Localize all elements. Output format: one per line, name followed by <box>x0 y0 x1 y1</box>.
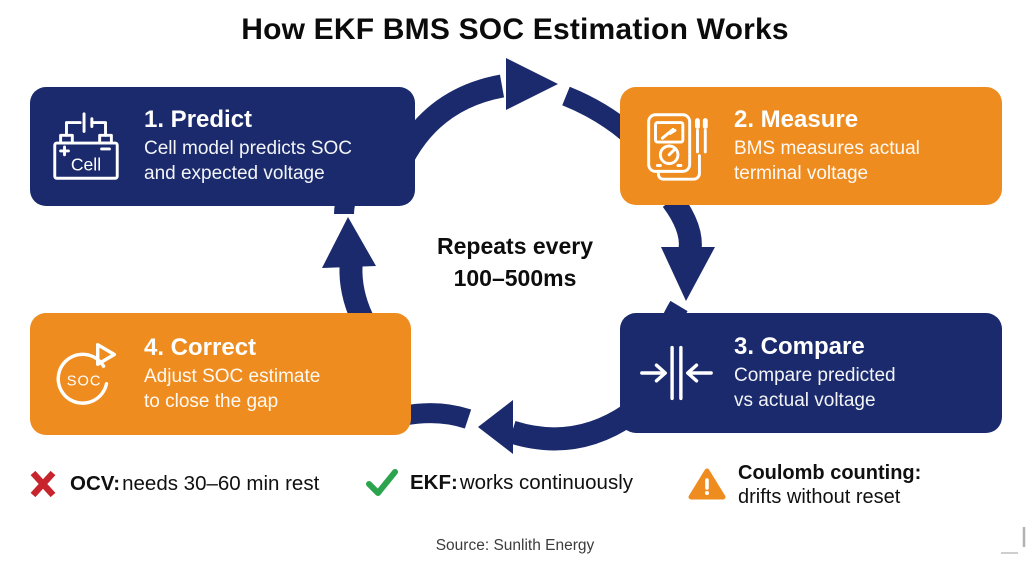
step-desc-measure: BMS measures actual terminal voltage <box>734 137 920 186</box>
step-desc-line: vs actual voltage <box>734 389 876 411</box>
step-title-measure: 2. Measure <box>734 105 859 133</box>
arrow-measure-to-compare <box>659 193 715 330</box>
legend-label-ekf: EKF: <box>410 471 458 494</box>
multimeter-icon <box>647 113 708 181</box>
step-desc-compare: Compare predicted vs actual voltage <box>734 364 896 413</box>
step-desc-line: terminal voltage <box>734 162 869 184</box>
step-desc-correct: Adjust SOC estimate to close the gap <box>144 365 320 414</box>
check-icon <box>366 469 398 496</box>
legend-label-ocv: OCV: <box>70 472 121 495</box>
legend-text-ocv: OCV:needs 30–60 min rest <box>70 472 319 496</box>
soc-refresh-icon: SOC <box>56 343 117 405</box>
step-desc-predict: Cell model predicts SOC and expected vol… <box>144 137 352 186</box>
legend-item-coulomb: Coulomb counting: drifts without reset <box>688 461 921 509</box>
step-text-compare: 3. Compare Compare predicted vs actual v… <box>734 333 896 413</box>
cycle-caption-line1: Repeats every <box>437 233 593 259</box>
cycle-caption: Repeats every 100–500ms <box>385 230 645 294</box>
warning-triangle-icon <box>688 468 726 500</box>
arrow-compare-to-correct <box>400 400 637 454</box>
legend-desc-ekf: works continuously <box>459 471 634 494</box>
step-box-measure: 2. Measure BMS measures actual terminal … <box>620 87 1002 205</box>
legend-item-ekf: EKF:works continuously <box>366 469 633 497</box>
step-title-correct: 4. Correct <box>144 333 257 361</box>
converging-arrows-icon <box>640 345 713 401</box>
step-box-correct: SOC 4. Correct Adjust SOC estimate to cl… <box>30 313 411 435</box>
legend-desc-coulomb: drifts without reset <box>738 486 901 508</box>
step-desc-line: BMS measures actual <box>734 137 920 159</box>
step-title-compare: 3. Compare <box>734 332 865 360</box>
step-box-predict: Cell 1. Predict Cell model predicts SOC … <box>30 87 415 206</box>
screen-corner-artifact <box>1001 527 1026 554</box>
step-title-predict: 1. Predict <box>144 106 253 134</box>
step-desc-line: Compare predicted <box>734 364 896 386</box>
soc-icon-label: SOC <box>67 374 102 390</box>
step-desc-line: to close the gap <box>144 390 279 412</box>
legend-text-ekf: EKF:works continuously <box>410 471 633 495</box>
legend-label-coulomb: Coulomb counting: <box>738 462 922 484</box>
step-box-compare: 3. Compare Compare predicted vs actual v… <box>620 313 1002 433</box>
battery-cell-icon: Cell <box>53 111 119 180</box>
step-text-measure: 2. Measure BMS measures actual terminal … <box>734 106 920 186</box>
cross-x-icon <box>30 470 56 498</box>
step-desc-line: Cell model predicts SOC <box>144 138 353 160</box>
legend-item-ocv: OCV:needs 30–60 min rest <box>28 469 319 499</box>
page-title: How EKF BMS SOC Estimation Works <box>241 13 789 46</box>
legend-desc-ocv: needs 30–60 min rest <box>122 472 320 495</box>
step-text-correct: 4. Correct Adjust SOC estimate to close … <box>144 334 320 414</box>
cycle-caption-line2: 100–500ms <box>453 265 577 292</box>
arrow-correct-to-predict <box>322 193 376 323</box>
legend-text-coulomb: Coulomb counting: drifts without reset <box>738 461 921 509</box>
source-credit: Source: Sunlith Energy <box>435 537 595 554</box>
step-desc-line: Adjust SOC estimate <box>144 365 321 387</box>
step-desc-line: and expected voltage <box>144 163 325 184</box>
step-text-predict: 1. Predict Cell model predicts SOC and e… <box>144 106 352 186</box>
battery-cell-label: Cell <box>71 154 101 174</box>
